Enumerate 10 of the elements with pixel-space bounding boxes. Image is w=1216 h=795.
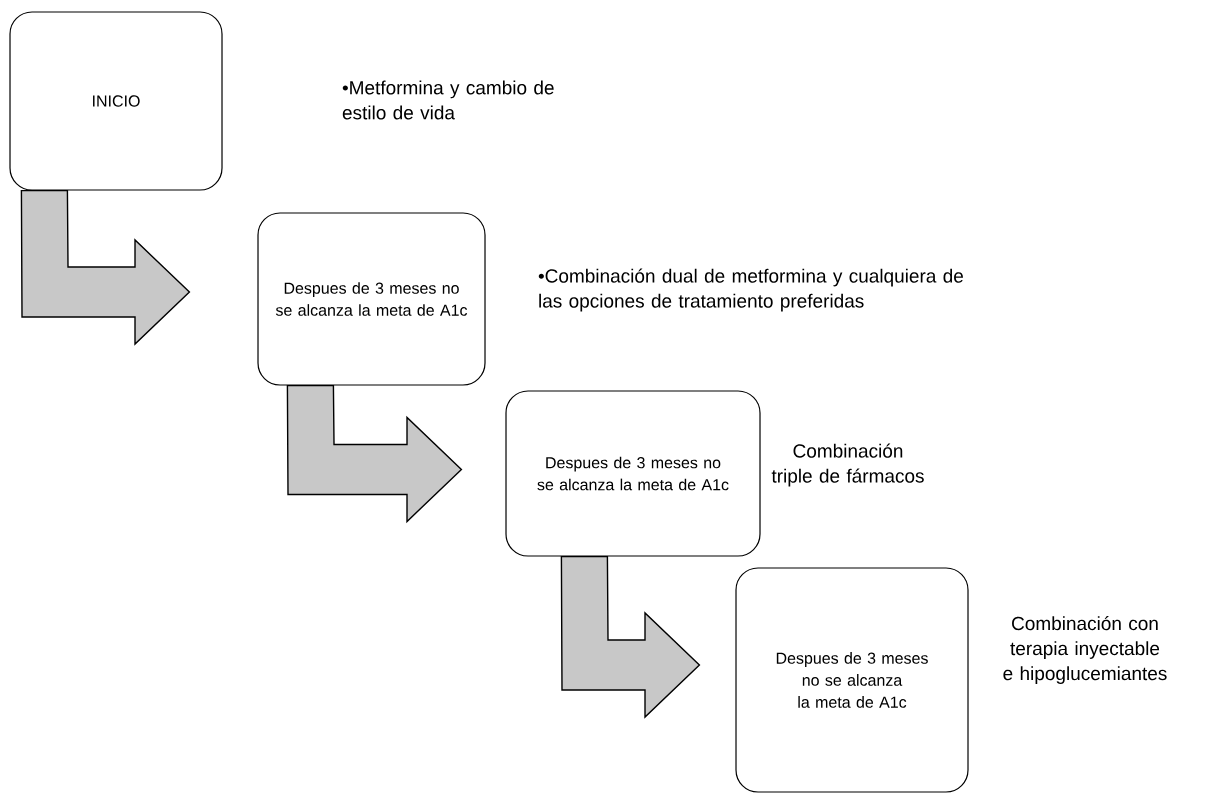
block-arrow	[560, 555, 701, 719]
block-arrow	[20, 189, 191, 346]
side-note: Combinación con terapia inyectable e hipoglucemiantes	[1003, 616, 1167, 684]
side-note: •Combinación dual de metformina y cualquiera de las opciones de tratamiento preferidas	[538, 268, 963, 312]
block-arrow	[286, 384, 463, 524]
side-note: •Metformina y cambio de estilo de vida	[342, 80, 554, 120]
step-box: Despues de 3 meses no se alcanza la meta de A1c	[735, 567, 969, 793]
step-box: Despues de 3 meses no se alcanza la meta de A1c	[505, 390, 761, 557]
step-box: INICIO	[9, 11, 223, 191]
step-box: Despues de 3 meses no se alcanza la meta de A1c	[257, 212, 486, 386]
